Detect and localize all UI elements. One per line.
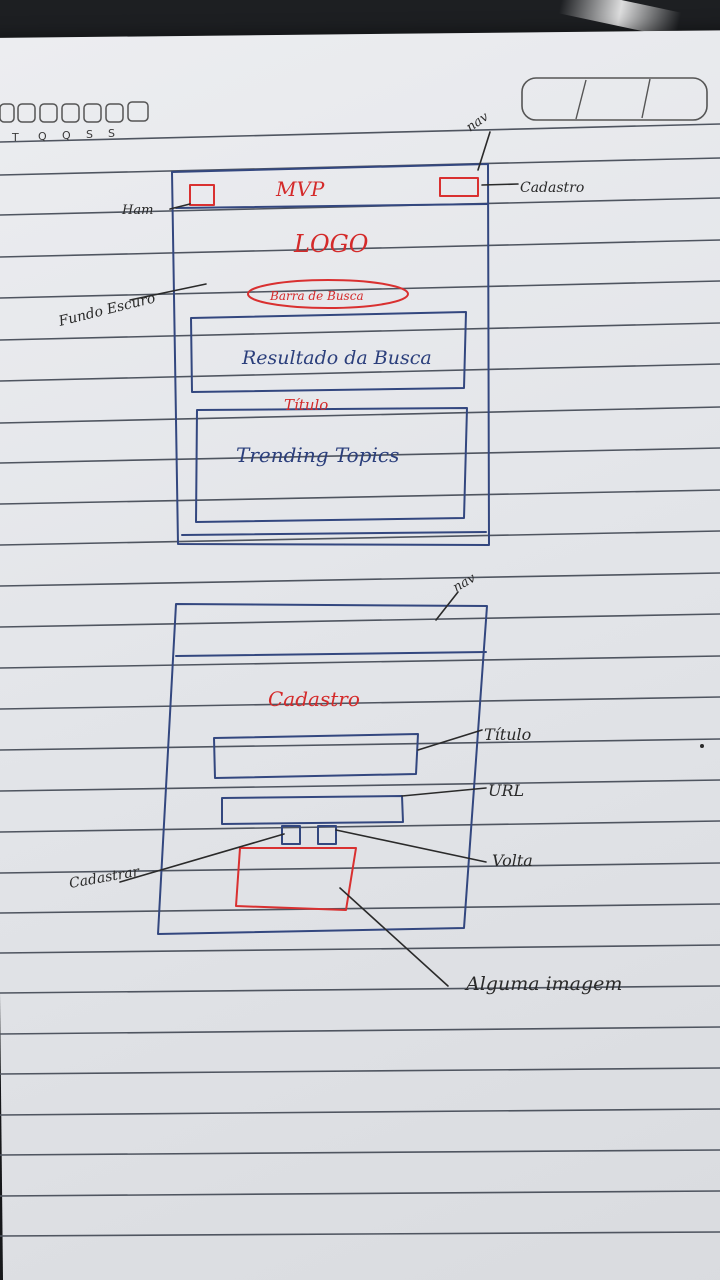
home-screen-sketch xyxy=(129,131,519,546)
title-input-outline xyxy=(213,733,419,779)
signup-button-outline xyxy=(281,825,301,845)
title-field-annotation: Título xyxy=(484,725,531,744)
ink-dot xyxy=(700,744,704,748)
ruled-lines xyxy=(0,123,720,1237)
signup-heading: Cadastro xyxy=(268,687,360,711)
trending-label: Trending Topics xyxy=(236,443,399,467)
day-label: T xyxy=(11,131,19,144)
day-label: S xyxy=(108,127,115,140)
date-box xyxy=(521,77,708,121)
back-button-outline xyxy=(317,825,337,845)
nav-annotation: nav xyxy=(464,109,492,135)
app-title: MVP xyxy=(275,177,325,201)
search-results-label: Resultado da Busca xyxy=(241,347,432,369)
menu-icon xyxy=(189,184,215,206)
back-button-annotation: Volta xyxy=(492,851,533,870)
search-bar-outline xyxy=(247,279,409,309)
trending-box xyxy=(195,407,468,523)
signup-icon xyxy=(439,177,479,197)
day-label: S xyxy=(86,128,93,141)
signup-button-annotation: Cadastrar xyxy=(68,864,142,892)
nav-annotation-2: nav xyxy=(451,570,479,595)
signup-annotation: Cadastro xyxy=(520,180,584,196)
signup-screen-sketch xyxy=(119,591,488,987)
search-results-box xyxy=(190,311,467,393)
image-placeholder xyxy=(235,847,357,911)
search-bar-label: Barra de Busca xyxy=(269,289,364,303)
logo-text: LOGO xyxy=(293,230,369,258)
day-label: Q xyxy=(38,130,47,143)
image-annotation: Alguma imagem xyxy=(464,973,622,995)
menu-annotation: Ham xyxy=(121,203,153,218)
url-field-annotation: URL xyxy=(488,781,524,800)
weekday-boxes: T Q Q S S xyxy=(0,101,149,144)
day-label: Q xyxy=(62,129,71,142)
title-label: Título xyxy=(284,396,328,414)
url-input-outline xyxy=(221,795,404,825)
